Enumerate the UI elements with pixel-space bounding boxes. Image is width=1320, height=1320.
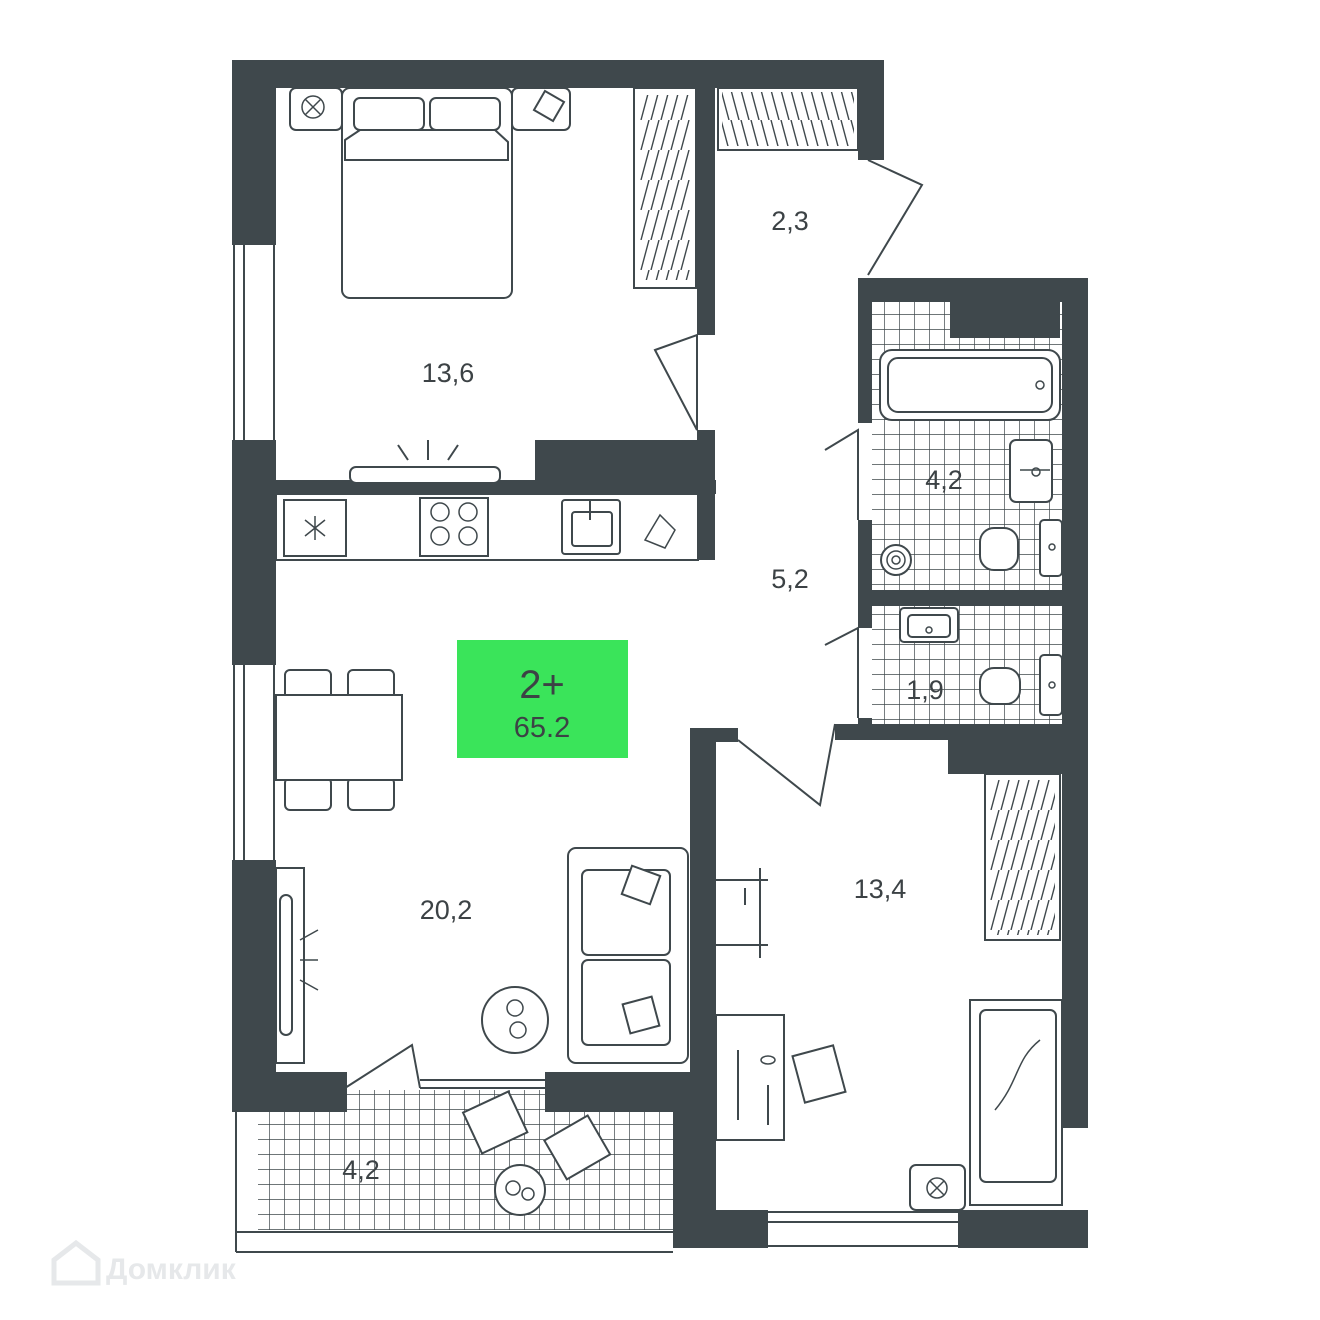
doors — [344, 159, 924, 1089]
watermark-text: Домклик — [106, 1253, 237, 1286]
badge-total-area: 65.2 — [514, 712, 570, 744]
room-area-bathroom: 4,2 — [925, 465, 963, 495]
watermark: Домклик — [51, 1239, 237, 1286]
windows — [233, 245, 958, 1253]
room-area-bedroom: 13,6 — [422, 358, 475, 388]
room-area-hall: 5,2 — [771, 564, 809, 594]
balcony-furniture — [461, 1090, 612, 1216]
room-area-toilet: 1,9 — [906, 675, 944, 705]
living-furniture — [275, 847, 689, 1064]
second-bedroom-furniture — [715, 773, 1063, 1211]
bedroom-furniture — [289, 87, 697, 484]
bathroom-fixtures — [879, 349, 1063, 577]
kitchen-counter — [275, 493, 699, 561]
toilet-fixtures — [899, 607, 1063, 716]
badge-background — [457, 640, 628, 758]
room-area-kitchen-living: 20,2 — [420, 895, 473, 925]
walls — [232, 60, 1088, 1248]
room-labels: 13,6 2,3 5,2 4,2 1,9 20,2 13,4 4,2 — [342, 206, 963, 1185]
dining-set — [275, 669, 403, 811]
area-badge: 2+ 65.2 — [457, 640, 628, 758]
badge-rooms: 2+ — [519, 663, 565, 707]
room-area-wardrobe: 2,3 — [771, 206, 809, 236]
room-area-second-bedroom: 13,4 — [854, 874, 907, 904]
house-logo-icon — [51, 1239, 101, 1286]
room-area-balcony: 4,2 — [342, 1155, 380, 1185]
wardrobe-shelves — [717, 87, 859, 151]
